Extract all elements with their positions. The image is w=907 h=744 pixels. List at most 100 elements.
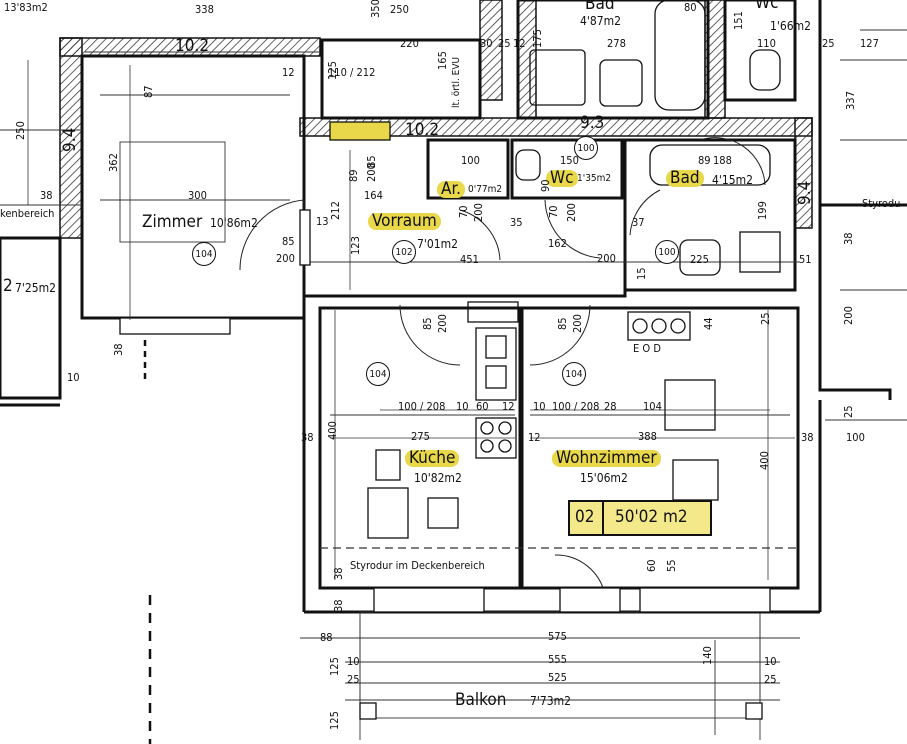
room-zimmer-door-tag: 104 [192,242,216,266]
dim-label: 110 [757,37,776,50]
dim-label: 188 [713,154,732,167]
dim-label: 89 [698,154,711,167]
dim-label: 400 [326,421,339,440]
dim-label: 38 [332,599,345,612]
dim-label: 15 [635,267,648,280]
dim-label: 38 [842,232,855,245]
dim-label: 199 [756,201,769,220]
dim-label: 300 [188,189,207,202]
dim-label: 337 [844,91,857,110]
dim-label: 38 [40,189,53,202]
room-wohnzimmer-door-tag: 104 [562,362,586,386]
fixtures [329,0,781,539]
room-wc-name: Wc [546,170,578,187]
room-kueche-area: 10'82m2 [414,471,462,485]
wall-label-9-3: 9.3 [580,113,605,133]
dim-label: 37 [632,216,645,229]
dim-label: 12 [502,400,515,413]
note-evu: lt. örtl. EVU [451,56,462,108]
dim-label: 575 [548,630,567,643]
dim-label: 104 [643,400,662,413]
room-kueche-name: Küche [405,450,460,467]
dim-label: 200 [842,306,855,325]
room-wc-top-name: Wc [755,0,779,13]
dim-label: 70 [547,205,560,218]
dim-label: 123 [349,236,362,255]
dim-label: 100 [846,431,865,444]
room-bad-top-name: Bad [585,0,615,14]
dim-label: 10 [67,371,80,384]
room-bad-name: Bad [666,170,704,187]
room-vorraum-name: Vorraum [368,213,441,230]
dim-label: 60 [645,559,658,572]
dim-label: 200 [436,314,449,333]
dim-label: 164 [364,189,383,202]
dim-label: 100 [461,154,480,167]
room-wc-area: 1'35m2 [577,173,612,184]
dim-label: 100 / 208 [552,400,600,413]
dim-label: 85 [421,317,434,330]
dim-label: 60 [476,400,489,413]
room-zimmer-area: 10'86m2 [210,216,258,230]
wall-label-9-4-b: 9.4 [795,180,815,205]
dim-label: 175 [531,29,544,48]
room-2-name: 2 [3,276,13,296]
dim-label: 150 [560,154,579,167]
room-zimmer-name: Zimmer [142,212,203,232]
apartment-summary-box [568,500,712,536]
dim-label: 51 [799,253,812,266]
room-balkon-name: Balkon [455,690,507,710]
dim-label: 12 [282,66,295,79]
room-bad-top-area: 4'87m2 [580,14,621,28]
dim-label: 110 / 212 [328,66,376,79]
dim-label: 451 [460,253,479,266]
apartment-summary-divider [602,500,604,534]
dim-label: 220 [400,37,419,50]
wall-label-10-2-a: 10.2 [175,36,210,56]
wall-label-10-2-b: 10.2 [405,120,440,140]
room-kueche-door-tag: 104 [366,362,390,386]
apartment-number: 02 [575,507,595,527]
dim-label: 525 [548,671,567,684]
room-ar-name: Ar. [437,181,466,198]
dim-label: 212 [329,201,342,220]
dim-label: 338 [195,3,214,16]
dim-label: 55 [665,559,678,572]
dim-label: 30 [480,37,493,50]
dim-label: 127 [860,37,879,50]
dim-label: 275 [411,430,430,443]
dim-label: 100 / 208 [398,400,446,413]
room-vorraum-area: 7'01m2 [417,237,458,251]
dim-label: 200 [472,203,485,222]
room-vorraum-door-tag: 102 [392,240,416,264]
dim-label: 90 [539,179,552,192]
dim-label: 200 [571,314,584,333]
dim-label: 140 [701,646,714,665]
dim-label: 25 [822,37,835,50]
dim-label: 38 [801,431,814,444]
dim-label: 350 [369,0,382,18]
hatched-walls [59,0,813,239]
dim-label: 162 [548,237,567,250]
dim-label: 125 [326,61,339,80]
dim-label: 25 [498,37,511,50]
room-2-area: 7'25m2 [15,281,56,295]
dim-label: 44 [702,317,715,330]
dim-label: 125 [328,711,341,730]
dim-label: 38 [301,431,314,444]
dim-label: 35 [510,216,523,229]
dim-label: 25 [759,312,772,325]
dim-label: 165 [436,51,449,70]
note-area-top-left: 13'83m2 [4,1,48,14]
dim-label: 10 [533,400,546,413]
dim-label: 70 [457,205,470,218]
room-wohnzimmer-area: 15'06m2 [580,471,628,485]
room-bad-area: 4'15m2 [712,173,753,187]
wall-label-9-4-a: 9.4 [60,127,80,152]
dim-label: 38 [332,567,345,580]
note-styrodur-right: Styrodu [862,197,901,210]
dim-label: 89 [347,169,360,182]
dim-label: 13 [316,215,329,228]
room-wc-top-area: 1'66m2 [770,19,811,33]
dim-label: 25 [842,405,855,418]
